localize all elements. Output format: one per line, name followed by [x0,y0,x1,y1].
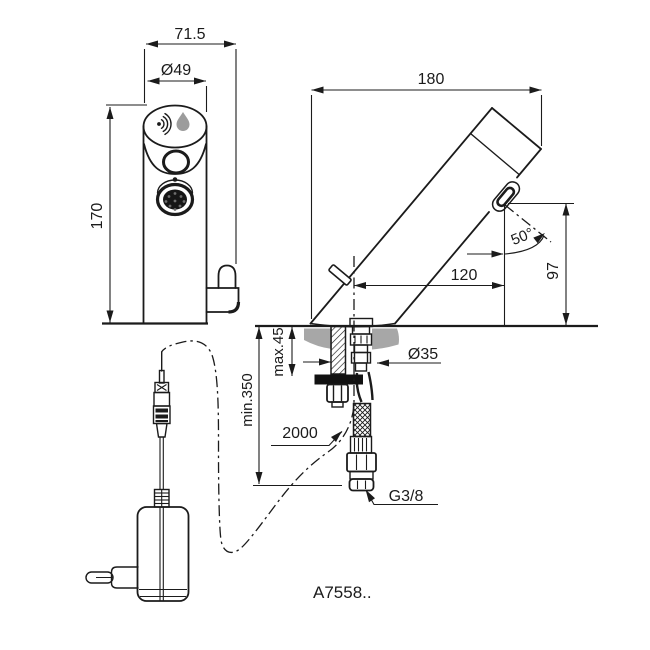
dim-spout-height-label: 97 [545,262,562,280]
cable-connector [152,351,171,490]
supply-hose [346,325,377,492]
dim-spout-reach-label: 120 [451,267,478,284]
mounting-plate [314,374,363,385]
dim-hole-diameter-label: Ø35 [408,346,438,363]
sensor-waves-icon [157,112,172,136]
dim-hole-diameter: Ø35 [303,346,441,367]
deck-section-left [304,328,332,349]
rear-outlet-pipe [205,264,241,314]
plug-adapter-body [136,506,190,602]
product-code: A7558.. [313,583,372,602]
dim-connection-thread: G3/8 [365,488,438,506]
dim-body-diameter-label: Ø49 [161,62,191,79]
installation-section: max.45 Ø35 min.350 2000 [160,256,598,554]
temperature-pin [328,264,352,286]
dim-cable-length: 2000 [271,425,343,447]
front-view: 71.5 Ø49 170 [89,26,241,325]
sensor-cable-path [160,256,355,554]
faucet-side-body [309,107,542,328]
dim-spout-reach: 120 [354,267,504,289]
dim-deck-thickness-label: max.45 [270,327,287,376]
side-view: 180 50° [309,71,574,328]
dim-height: 170 [89,104,147,323]
faucet-front-body [102,104,241,325]
threaded-rod [330,325,347,375]
mounting-nut [326,383,349,408]
water-drop-icon [176,112,190,131]
strain-relief [153,488,170,508]
deck-section-right [372,328,399,350]
dim-spout-height: 97 [508,202,574,325]
power-supply-unit [85,351,190,602]
dim-height-label: 170 [89,203,106,230]
dim-overall-depth-label: 71.5 [174,26,205,43]
hose-braid [352,402,372,438]
sensor-window [162,149,190,175]
dim-body-diameter: Ø49 [147,62,208,112]
dim-overall-depth: 71.5 [143,26,237,264]
euro-plug [85,566,139,589]
dim-clearance-below: min.350 [239,327,342,487]
dim-cable-length-label: 2000 [282,425,318,442]
g38-connector [348,478,375,492]
dim-clearance-below-label: min.350 [239,373,256,426]
dim-overall-length: 180 [310,71,543,319]
dim-connection-thread-label: G3/8 [389,488,424,505]
spout-outlet [491,181,521,212]
dim-deck-thickness: max.45 [270,327,296,377]
dim-spout-angle-label: 50° [509,225,536,249]
aerator [155,179,195,217]
dim-overall-length-label: 180 [418,71,445,88]
